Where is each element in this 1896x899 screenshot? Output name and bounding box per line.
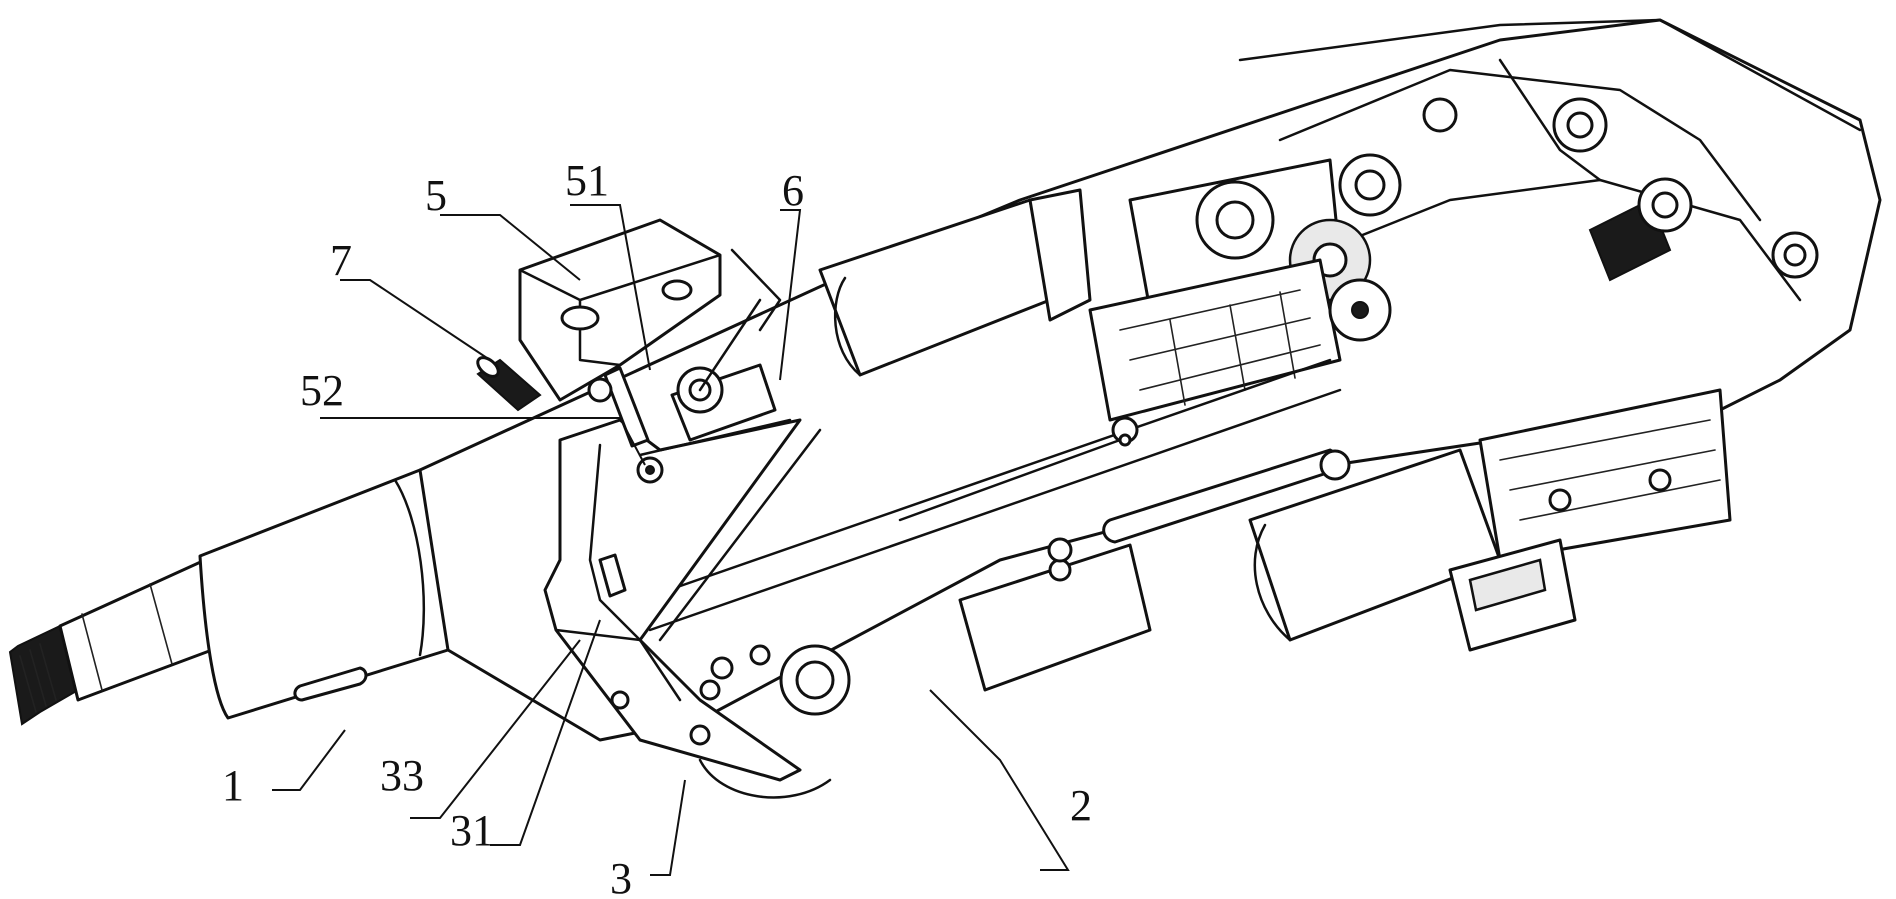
steering-shaft bbox=[10, 470, 457, 724]
callout-2: 2 bbox=[1070, 781, 1092, 830]
callout-3: 3 bbox=[610, 854, 632, 899]
callout-31: 31 bbox=[450, 806, 494, 855]
callout-6: 6 bbox=[782, 166, 804, 215]
callout-1: 1 bbox=[222, 761, 244, 810]
callout-52: 52 bbox=[300, 366, 344, 415]
callout-33: 33 bbox=[380, 751, 424, 800]
callout-7: 7 bbox=[330, 236, 352, 285]
set-screw bbox=[474, 354, 540, 410]
callout-5: 5 bbox=[425, 171, 447, 220]
callout-51: 51 bbox=[565, 156, 609, 205]
